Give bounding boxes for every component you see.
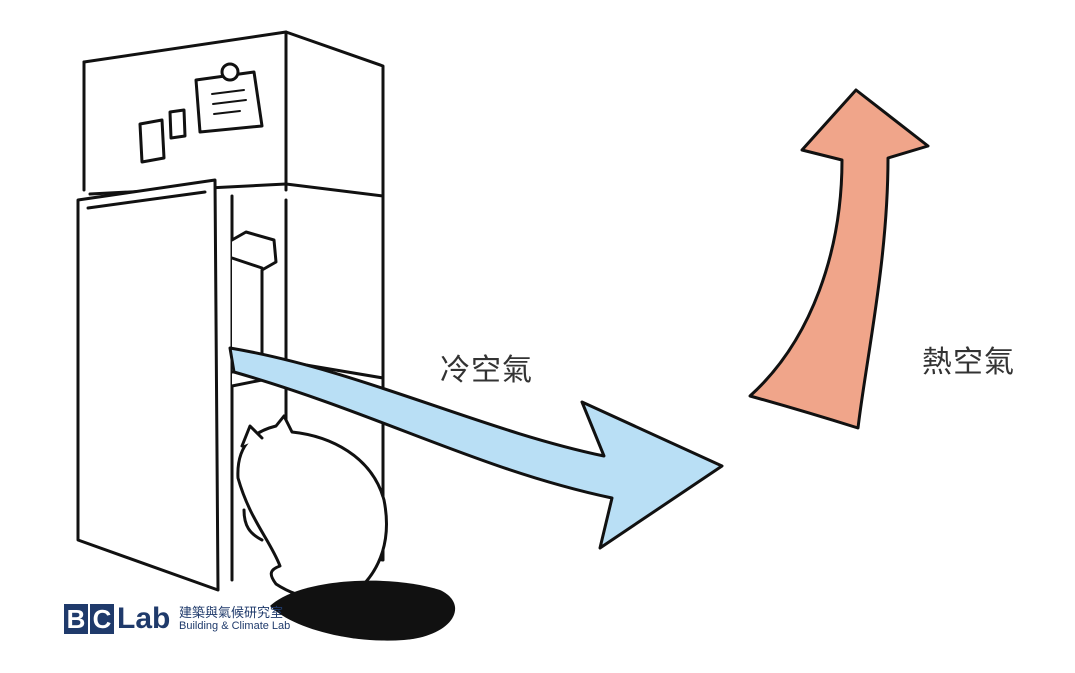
logo-name-english: Building & Climate Lab — [179, 620, 291, 632]
hot-air-label: 熱空氣 — [922, 345, 1015, 380]
cold-air-arrow — [228, 346, 724, 550]
hot-air-arrow — [748, 88, 930, 430]
logo-lab-text: Lab — [117, 602, 171, 635]
logo-letter-b: B — [64, 604, 88, 634]
logo-name-chinese: 建築與氣候研究室 — [179, 606, 284, 621]
fridge-notes — [138, 62, 264, 164]
cold-air-label: 冷空氣 — [440, 353, 533, 388]
cat — [236, 414, 388, 602]
fridge-door — [76, 178, 220, 592]
logo-letter-c: C — [90, 604, 114, 634]
cat-shadow — [270, 580, 456, 641]
logo-mark: B C Lab — [64, 602, 170, 636]
